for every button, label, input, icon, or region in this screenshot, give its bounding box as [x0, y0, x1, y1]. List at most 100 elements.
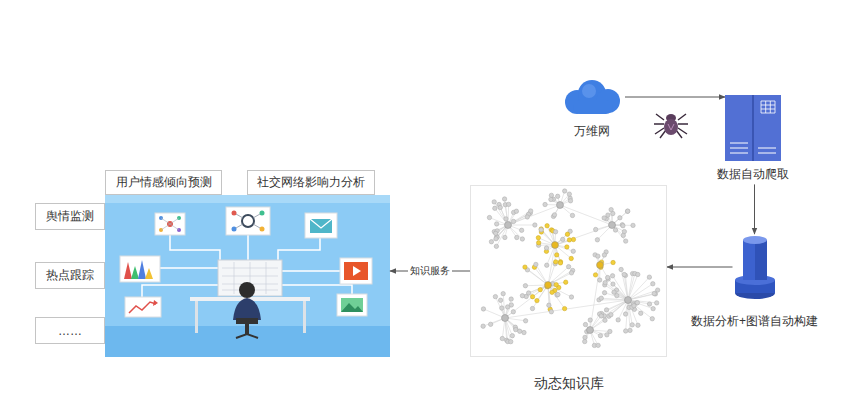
graph-link — [525, 267, 548, 285]
graph-dot — [553, 260, 557, 264]
flow-arrow — [625, 97, 725, 98]
graph-link — [508, 211, 531, 225]
icon-bar-chart — [120, 256, 160, 282]
graph-dot — [626, 209, 630, 213]
graph-dot — [568, 199, 572, 203]
graph-dot — [606, 213, 610, 217]
graph-dot — [517, 329, 521, 333]
spider — [654, 114, 688, 138]
wire — [142, 235, 352, 297]
graph-dot — [602, 291, 606, 295]
graph-dot — [523, 319, 527, 323]
graph-dot — [630, 323, 634, 327]
node-label: 数据自动爬取 — [717, 167, 789, 181]
graph-link — [548, 285, 571, 297]
graph-dot — [558, 261, 562, 265]
graph-hub — [502, 315, 509, 322]
graph-link — [628, 274, 638, 300]
graph-dot — [492, 200, 496, 204]
graph-dot — [583, 335, 587, 339]
graph-link — [508, 205, 560, 225]
graph-dot — [554, 282, 558, 286]
desk-leg — [303, 301, 306, 333]
graph-hub — [587, 327, 594, 334]
graph-dot — [652, 291, 656, 295]
graph-link — [605, 285, 628, 300]
person-head — [239, 282, 255, 298]
graph-hub — [557, 202, 564, 209]
graph-dot — [621, 224, 625, 228]
cloud-shape — [559, 78, 625, 116]
knowledge-graph-box: 动态知识库 — [470, 185, 667, 392]
graph-dot — [550, 290, 554, 294]
desk-leg — [195, 301, 198, 333]
graph-link — [624, 275, 628, 300]
crawler-server: 数据自动爬取 — [717, 95, 789, 181]
graph-dot — [494, 244, 498, 248]
graph-dot — [555, 194, 559, 198]
graph-link — [548, 271, 573, 285]
function-tab: 用户情感倾向预测 — [105, 170, 222, 195]
graph-dot — [647, 275, 651, 279]
graph-dot — [553, 230, 557, 234]
graph-hub — [545, 282, 552, 289]
graph-dot — [650, 317, 654, 321]
function-tab: 热点跟踪 — [35, 262, 105, 289]
graph-dot — [608, 329, 612, 333]
graph-dot — [631, 223, 635, 227]
graph-dot — [481, 307, 485, 311]
graph-dot — [565, 232, 569, 236]
graph-dot — [509, 339, 513, 343]
graph-dot — [509, 297, 513, 301]
graph-dot — [632, 304, 636, 308]
graph-dot — [552, 213, 556, 217]
graph-dot — [603, 280, 607, 284]
graph-dot — [523, 284, 527, 288]
person-body — [233, 298, 261, 320]
graph-dot — [596, 343, 600, 347]
graph-dot — [571, 237, 575, 241]
graph-dot — [620, 223, 624, 227]
graph-link — [628, 300, 653, 309]
function-tab: 社交网络影响力分析 — [247, 170, 375, 195]
graph-dot — [628, 328, 632, 332]
graph-dot — [511, 219, 515, 223]
chair-base — [236, 334, 258, 338]
graph-dot — [603, 318, 607, 322]
graph-dot — [611, 260, 615, 264]
graph-dot — [544, 246, 548, 250]
chair-pole — [245, 324, 249, 334]
graph-dot — [565, 245, 569, 249]
graph-dot — [609, 312, 613, 316]
graph-dot — [535, 298, 539, 302]
graph-dot — [498, 298, 502, 302]
db-shape — [733, 234, 777, 300]
graph-dot — [602, 216, 606, 220]
graph-dot — [599, 296, 603, 300]
graph-dot — [536, 241, 540, 245]
graph-dot — [555, 293, 559, 297]
graph-dot — [530, 294, 534, 298]
edge-label: 知识服务 — [408, 265, 452, 277]
graph-dot — [623, 312, 627, 316]
graph-dot — [567, 192, 571, 196]
graph-dot — [534, 262, 538, 266]
graph-dot — [605, 275, 609, 279]
graph-dot — [610, 274, 614, 278]
icon-gear-network — [226, 207, 270, 235]
graph-dot — [509, 303, 513, 307]
graph-link — [628, 277, 649, 300]
graph-dot — [602, 253, 606, 257]
graph-dot — [536, 236, 540, 240]
icon-network — [155, 213, 185, 235]
graph-dot — [566, 264, 570, 268]
graph-dot — [515, 235, 519, 239]
graph-hub — [609, 222, 616, 229]
icon-mail — [305, 213, 337, 238]
graph-dot — [547, 303, 551, 307]
graph-dot — [615, 293, 619, 297]
graph-dot — [520, 237, 524, 241]
graph-dot — [570, 213, 574, 217]
icon-picture — [337, 294, 367, 316]
